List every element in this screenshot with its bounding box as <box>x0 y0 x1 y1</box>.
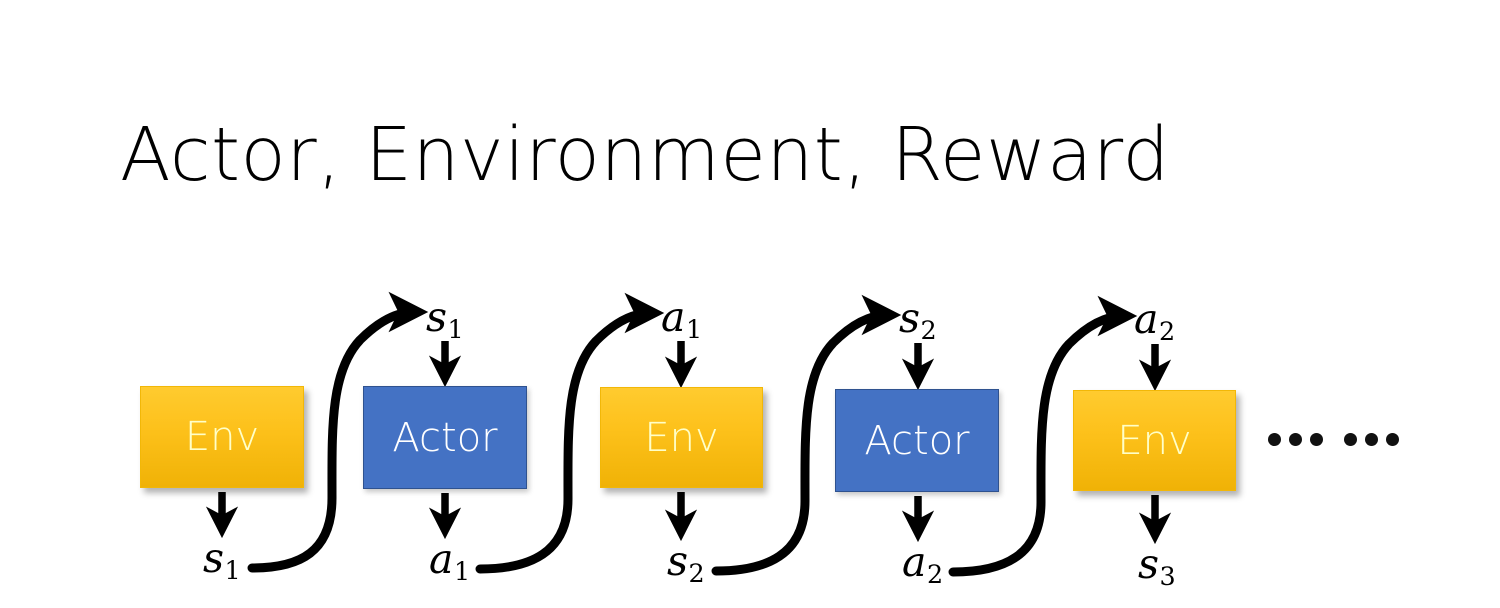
node-actor-2[interactable]: Actor <box>835 389 999 492</box>
label-subscript: 2 <box>926 559 944 590</box>
label-subscript: 2 <box>688 558 705 589</box>
label-bottom-s1: s1 <box>203 538 241 584</box>
label-bottom-s2: s2 <box>667 541 705 587</box>
label-top-s2: s2 <box>899 298 937 344</box>
ellipsis-dot <box>1289 433 1302 446</box>
label-base: s <box>667 537 689 585</box>
ellipsis-dot <box>1344 433 1357 446</box>
node-label: Actor <box>864 417 970 464</box>
label-base: s <box>899 294 921 342</box>
label-top-s1: s1 <box>426 297 464 343</box>
label-base: a <box>661 293 686 341</box>
label-bottom-s3: s3 <box>1138 544 1176 590</box>
ellipsis-dot <box>1310 433 1323 446</box>
label-subscript: 2 <box>920 315 937 346</box>
label-subscript: 1 <box>453 556 471 587</box>
label-base: a <box>902 538 927 586</box>
label-base: s <box>426 293 448 341</box>
label-base: a <box>1134 295 1159 343</box>
label-subscript: 1 <box>447 314 464 345</box>
page-title: Actor, Environment, Reward <box>120 112 1170 198</box>
label-base: a <box>429 535 454 583</box>
label-top-a2: a2 <box>1134 299 1175 345</box>
ellipsis-dot <box>1386 433 1399 446</box>
ellipsis-dot <box>1268 433 1281 446</box>
label-bottom-a2: a2 <box>902 542 943 588</box>
node-env-2[interactable]: Env <box>600 387 763 488</box>
label-base: s <box>203 534 225 582</box>
label-subscript: 1 <box>224 555 241 586</box>
label-subscript: 3 <box>1159 561 1176 592</box>
node-label: Env <box>644 414 719 461</box>
label-subscript: 1 <box>685 314 703 345</box>
label-base: s <box>1138 540 1160 588</box>
node-label: Env <box>1117 417 1192 464</box>
ellipsis-dot <box>1365 433 1378 446</box>
node-label: Env <box>184 414 260 460</box>
node-env-3[interactable]: Env <box>1073 390 1236 491</box>
node-env-1[interactable]: Env <box>140 386 304 488</box>
label-top-a1: a1 <box>661 297 702 343</box>
label-subscript: 2 <box>1158 316 1176 347</box>
node-label: Actor <box>392 414 498 461</box>
node-actor-1[interactable]: Actor <box>363 386 527 489</box>
continuation-ellipsis <box>1268 433 1399 446</box>
label-bottom-a1: a1 <box>429 539 470 585</box>
